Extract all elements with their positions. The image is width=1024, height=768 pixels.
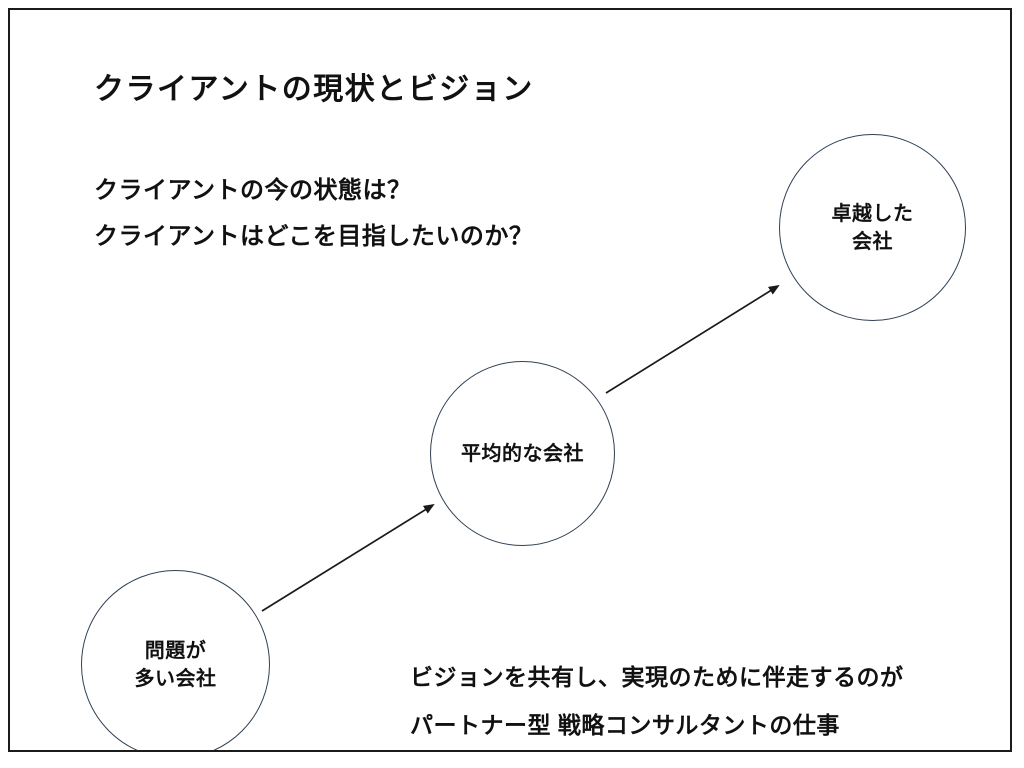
page-title: クライアントの現状とビジョン (94, 73, 534, 106)
node-excellent-company: 卓越した 会社 (779, 134, 966, 321)
node-excellent-line-1: 卓越した (831, 202, 914, 225)
node-problem-line-2: 多い会社 (134, 667, 217, 690)
node-problem-line-1: 問題が (144, 639, 207, 662)
question-current-state: クライアントの今の状態は？ (94, 177, 412, 204)
node-problem-company: 問題が 多い会社 (81, 570, 270, 750)
arrow-average-to-excellent (605, 284, 780, 394)
footer-message-line-2: パートナー型 戦略コンサルタントの仕事 (410, 712, 840, 738)
node-average-company: 平均的な会社 (430, 361, 615, 546)
footer-message-line-1: ビジョンを共有し、実現のために伴走するのが (410, 664, 904, 690)
node-average-company-label: 平均的な会社 (461, 440, 584, 468)
arrow-problem-to-average (261, 503, 435, 612)
node-excellent-company-label: 卓越した 会社 (832, 200, 914, 256)
node-problem-company-label: 問題が 多い会社 (135, 637, 217, 693)
node-average-line-1: 平均的な会社 (461, 442, 584, 465)
slide-frame: クライアントの現状とビジョン クライアントの今の状態は？ クライアントはどこを目… (8, 8, 1012, 752)
question-target-state: クライアントはどこを目指したいのか？ (94, 223, 534, 250)
node-excellent-line-2: 会社 (852, 230, 893, 253)
